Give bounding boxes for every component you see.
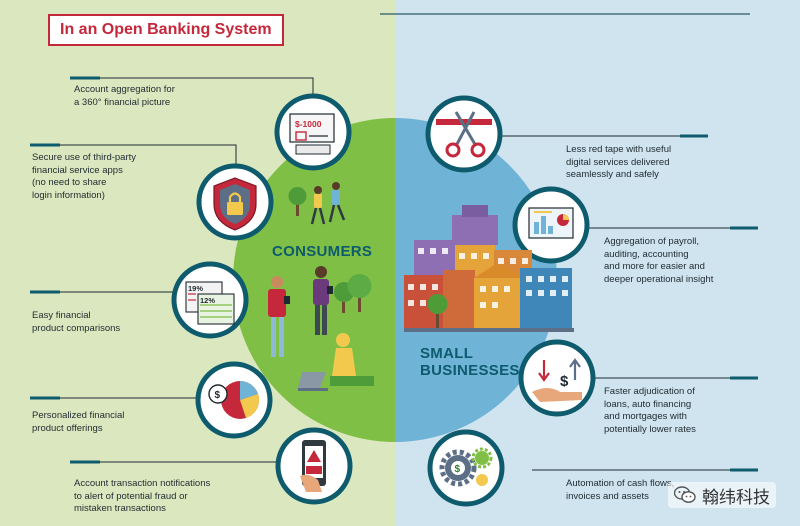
dashboard-screen-icon [512,186,590,264]
man-with-phone-icon [268,276,290,357]
joggers-icon [310,182,346,225]
wechat-icon [674,486,696,503]
scissors-red-tape-icon [425,95,503,173]
business-item-cash-flow-automation: Automation of cash flows,invoices and as… [566,478,675,502]
rate-a-label: 19% [188,284,203,293]
woman-with-phone-icon [313,266,333,335]
consumers-label: CONSUMERS [272,243,373,260]
watermark-text: 翰纬科技 [702,487,770,508]
svg-text:$: $ [560,373,569,390]
phone-alert-icon [275,427,353,505]
gears-dollar-icon: $ [427,429,505,507]
pie-chart-dollar-icon: $ [195,361,273,439]
consumer-scene [268,182,374,391]
business-item-payroll-aggregation: Aggregation of payroll,auditing, account… [604,236,714,285]
rate-comparison-icon: 19% 12% [171,261,249,339]
shield-lock-icon [196,163,274,241]
park-tree-icon [288,187,307,216]
hand-dollar-icon: $ [518,339,596,417]
park-trees-icon [334,274,372,313]
person-with-laptop-icon [298,333,374,391]
city-buildings-icon [404,205,574,332]
statement-amount: $-1000 [295,119,322,129]
money-statement-icon: $-1000 [274,93,352,171]
page-title: In an Open Banking System [48,14,284,46]
business-connectors [500,134,758,472]
consumer-connectors [30,76,314,464]
svg-text:$: $ [215,390,221,401]
watermark: 翰纬科技 [668,482,776,508]
svg-text:$: $ [455,464,461,475]
rate-b-label: 12% [200,296,215,305]
